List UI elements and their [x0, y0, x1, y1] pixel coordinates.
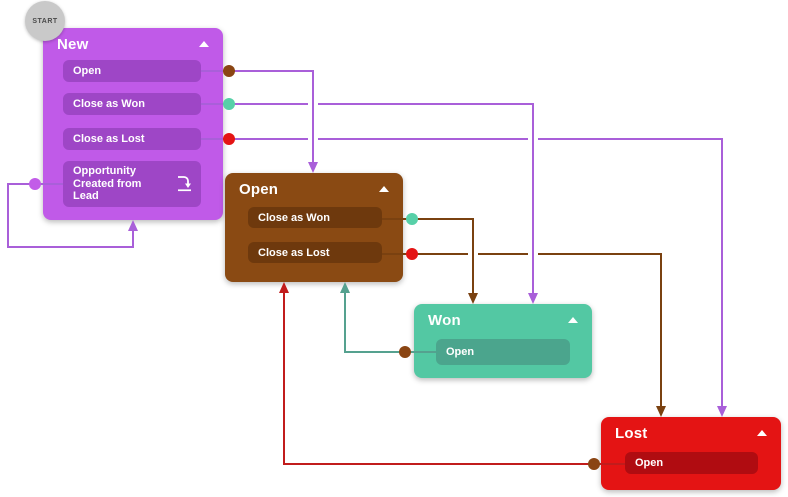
import-arrow-icon — [175, 173, 193, 195]
start-node: START — [25, 1, 65, 41]
chevron-up-icon[interactable] — [199, 41, 209, 47]
start-node-label: START — [32, 17, 58, 25]
transition-label: Open — [446, 346, 475, 358]
connection-dot-new[interactable] — [29, 178, 41, 190]
transition-label: Open — [635, 457, 664, 469]
arrowhead-up-icon — [279, 282, 289, 293]
transition-label: Open — [73, 65, 102, 77]
transition-button-open[interactable]: Open — [436, 339, 570, 365]
arrowhead-down-icon — [308, 162, 318, 173]
chevron-up-icon[interactable] — [379, 186, 389, 192]
arrowhead-down-icon — [717, 406, 727, 417]
state-title: New — [57, 35, 89, 53]
state-box-lost[interactable]: Lost Open — [601, 417, 781, 490]
state-header: Lost — [601, 417, 781, 449]
state-title: Open — [239, 180, 279, 198]
state-header: Open — [225, 173, 403, 205]
connection-dot-lost[interactable] — [223, 133, 235, 145]
connection-dot-open[interactable] — [223, 65, 235, 77]
connection-dot-open[interactable] — [588, 458, 600, 470]
arrowhead-down-icon — [468, 293, 478, 304]
arrowhead-up-icon — [340, 282, 350, 293]
transition-button-opportunity-created-from-lead[interactable]: Opportunity Created from Lead — [63, 161, 201, 207]
chevron-up-icon[interactable] — [757, 430, 767, 436]
transition-button-close-as-lost[interactable]: Close as Lost — [248, 242, 382, 263]
chevron-up-icon[interactable] — [568, 317, 578, 323]
transition-button-close-as-won[interactable]: Close as Won — [248, 207, 382, 228]
arrowhead-up-icon — [128, 220, 138, 231]
transition-button-open[interactable]: Open — [63, 60, 201, 82]
connection-dot-open[interactable] — [399, 346, 411, 358]
state-box-won[interactable]: Won Open — [414, 304, 592, 378]
transition-label: Close as Won — [73, 98, 145, 110]
transition-button-open[interactable]: Open — [625, 452, 758, 474]
transition-label: Close as Lost — [73, 133, 145, 145]
arrowhead-down-icon — [528, 293, 538, 304]
connection-dot-lost[interactable] — [406, 248, 418, 260]
transition-label: Close as Won — [258, 211, 330, 224]
transition-button-close-as-won[interactable]: Close as Won — [63, 93, 201, 115]
connection-dot-won[interactable] — [223, 98, 235, 110]
state-title: Won — [428, 311, 461, 329]
state-box-new[interactable]: New Open Close as Won Close as Lost Oppo… — [43, 28, 223, 220]
arrowhead-down-icon — [656, 406, 666, 417]
state-title: Lost — [615, 424, 648, 442]
connection-dot-won[interactable] — [406, 213, 418, 225]
transition-label: Opportunity Created from Lead — [73, 164, 142, 203]
state-box-open[interactable]: Open Close as Won Close as Lost — [225, 173, 403, 282]
state-header: Won — [414, 304, 592, 336]
transition-label: Close as Lost — [258, 246, 330, 259]
state-header: New — [43, 28, 223, 60]
transition-button-close-as-lost[interactable]: Close as Lost — [63, 128, 201, 150]
